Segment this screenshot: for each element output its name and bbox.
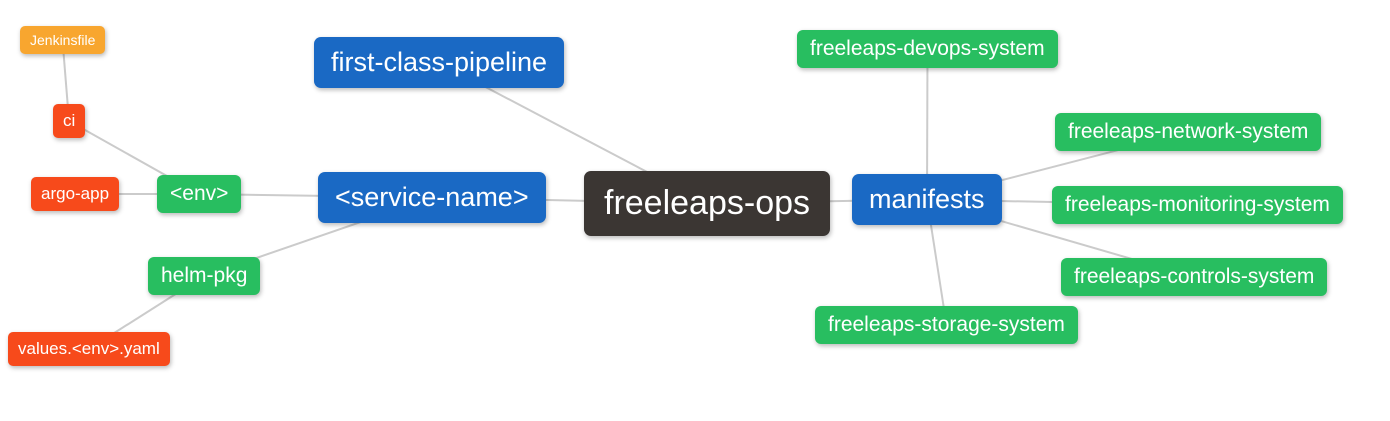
node-service-name[interactable]: <service-name> [318, 172, 546, 224]
node-ci[interactable]: ci [53, 104, 86, 138]
node-manifests[interactable]: manifests [852, 174, 1002, 226]
node-jenkinsfile[interactable]: Jenkinsfile [20, 26, 106, 55]
node-freeleaps-devops-system[interactable]: freeleaps-devops-system [797, 30, 1058, 69]
node-freeleaps-storage-system[interactable]: freeleaps-storage-system [815, 306, 1078, 345]
node-freeleaps-monitoring-system[interactable]: freeleaps-monitoring-system [1052, 186, 1343, 225]
node-values-env-yaml[interactable]: values.<env>.yaml [8, 332, 170, 366]
node-argo-app[interactable]: argo-app [31, 177, 120, 211]
node-first-class-pipeline[interactable]: first-class-pipeline [314, 37, 565, 89]
node-env[interactable]: <env> [157, 175, 242, 214]
node-freeleaps-ops[interactable]: freeleaps-ops [584, 171, 831, 237]
node-freeleaps-controls-system[interactable]: freeleaps-controls-system [1061, 258, 1328, 297]
node-freeleaps-network-system[interactable]: freeleaps-network-system [1055, 113, 1322, 152]
node-helm-pkg[interactable]: helm-pkg [148, 257, 261, 296]
